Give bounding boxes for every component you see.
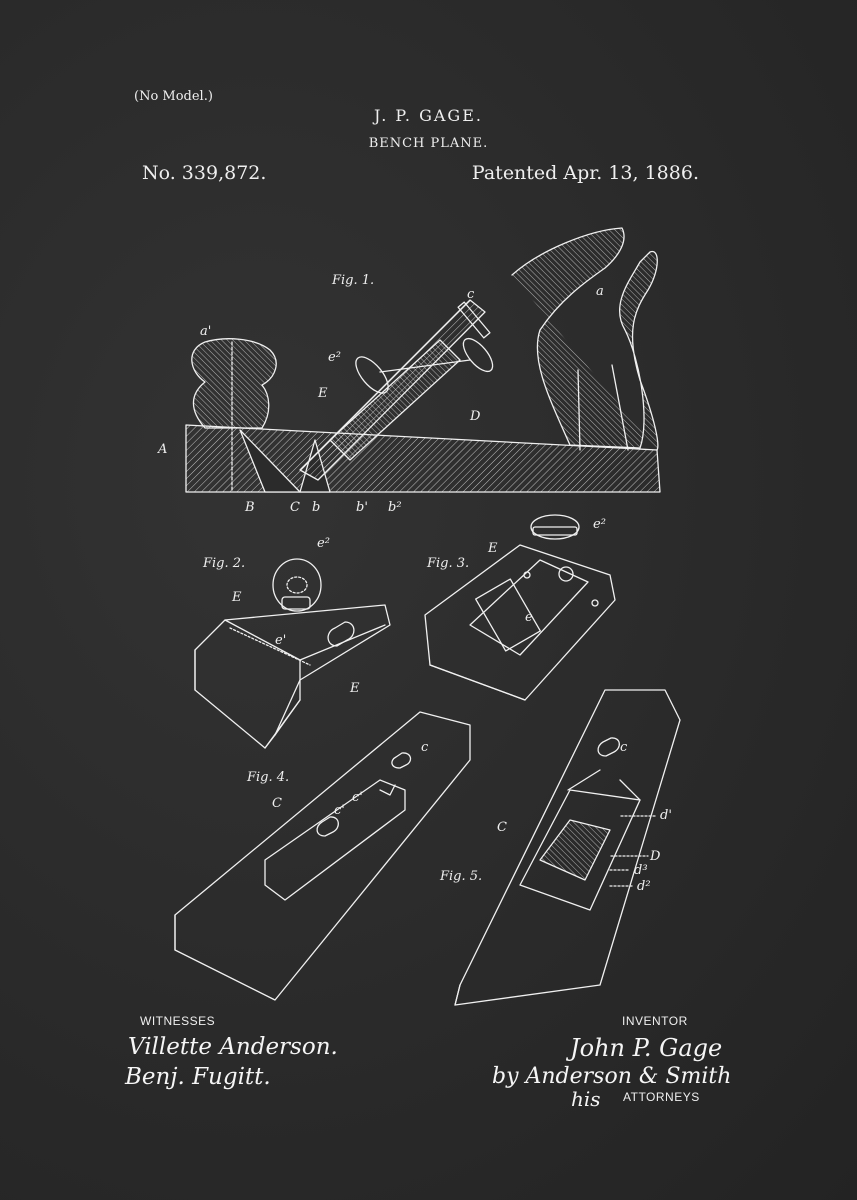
inventor-signature: John P. Gage [570, 1034, 723, 1062]
inventor-heading: J. P. GAGE. [374, 106, 483, 125]
fig4-label-C: C [272, 796, 282, 811]
witness-signature-2: Benj. Fugitt. [125, 1064, 271, 1090]
fig3-label-e2: e² [593, 517, 606, 532]
fig2-label-e-prime: e' [275, 633, 287, 648]
part-label-E: E [318, 386, 328, 401]
inventor-label: INVENTOR [622, 1014, 688, 1028]
fig2-label-E: E [232, 590, 242, 605]
fig5-label-D: D [650, 849, 661, 864]
patent-date: Patented Apr. 13, 1886. [471, 162, 699, 184]
fig5-label: Fig. 5. [440, 869, 483, 884]
patent-title: BENCH PLANE. [368, 136, 489, 151]
figure-2-cap [195, 559, 390, 748]
witness-signature-1: Villette Anderson. [128, 1034, 338, 1060]
figure-4-plane-iron [175, 712, 470, 1000]
figure-3-cap-underside [425, 515, 615, 700]
patent-number: No. 339,872. [142, 162, 267, 184]
part-label-b: b [312, 500, 321, 515]
part-label-C: C [290, 500, 300, 515]
attorneys-label: ATTORNEYS [623, 1090, 700, 1104]
fig5-label-d2: d² [637, 879, 651, 894]
part-label-b2: b² [388, 500, 402, 515]
fig2-label: Fig. 2. [203, 556, 246, 571]
his-signature: his [571, 1087, 601, 1111]
figure-5-iron-adjuster [455, 690, 680, 1005]
fig3-label-E: E [488, 541, 498, 556]
fig1-label: Fig. 1. [332, 273, 375, 288]
part-label-a-prime: a' [200, 324, 212, 339]
part-label-c: c [467, 287, 475, 302]
fig4-label: Fig. 4. [247, 770, 290, 785]
fig5-label-C: C [497, 820, 507, 835]
fig5-label-d-prime: d' [660, 808, 672, 823]
fig4-label-c-prime-2: c' [334, 803, 345, 818]
part-label-B: B [245, 500, 255, 515]
fig5-label-c: c [620, 740, 628, 755]
fig4-label-c: c [421, 740, 429, 755]
fig3-label: Fig. 3. [427, 556, 470, 571]
no-model-note: (No Model.) [134, 89, 213, 104]
fig4-label-c-prime: c' [352, 790, 363, 805]
fig5-label-d3: d³ [634, 863, 648, 878]
fig2-label-E2: E [350, 681, 360, 696]
part-label-D: D [470, 409, 481, 424]
figure-1-plane-section [186, 228, 660, 492]
witnesses-label: WITNESSES [140, 1014, 216, 1028]
part-label-b-prime: b' [356, 500, 368, 515]
attorney-signature: by Anderson & Smith [492, 1064, 732, 1089]
part-label-a: a [596, 284, 604, 299]
fig2-label-e2: e² [317, 536, 330, 551]
fig3-label-e: e [525, 610, 533, 625]
part-label-e2: e² [328, 350, 341, 365]
part-label-A: A [158, 442, 168, 457]
